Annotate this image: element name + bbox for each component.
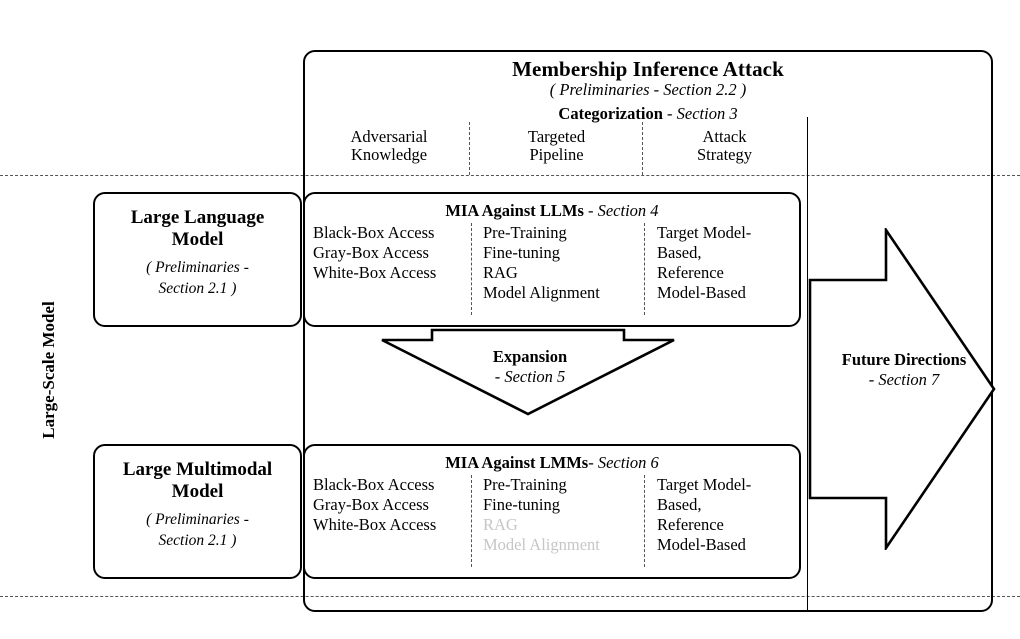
list-item: Pre-Training [483,475,567,494]
box-column-divider-a [471,475,472,567]
categorization-label: Categorization [558,104,663,123]
expansion-arrow-label: Expansion - Section 5 [430,347,630,387]
list-item: Black-Box Access [313,223,435,242]
future-label-section: - Section 7 [868,369,940,389]
expansion-label-section: - Section 5 [494,366,566,386]
model-sub-line1: ( Preliminaries - [146,510,249,528]
column-header-line2: Knowledge [350,145,428,165]
column-header-line2: Pipeline [529,145,584,165]
list-item: Based, [657,243,702,263]
axis-label-large-scale-model: Large-Scale Model [39,301,58,439]
model-name-line2: Model [171,480,224,502]
page-title: Membership Inference Attack [512,57,784,81]
future-label-strong: Future Directions [841,350,967,369]
future-directions-arrow [808,228,996,550]
mia-box-title-dash: - [583,201,598,220]
column-header-line1: Adversarial [350,127,428,146]
mia-column-pipeline-lmm: Pre-Training Fine-tuning RAG Model Align… [483,475,649,556]
model-name-line1: Large Language [130,207,265,228]
model-sub-line1: ( Preliminaries - [146,258,249,276]
model-name-llm: Large Language Model [95,194,300,251]
down-arrow-icon [381,328,675,416]
mia-box-lmm: MIA Against LMMs- Section 6 Black-Box Ac… [303,444,801,579]
mia-outer-container [303,50,993,612]
column-header-adversarial-knowledge: Adversarial Knowledge [313,127,465,165]
list-item: Model Alignment [483,535,600,555]
mia-column-strategy-llm: Target Model- Based, Reference Model-Bas… [657,223,802,304]
categorization-section: Section 3 [676,104,738,123]
expansion-arrow [380,328,676,416]
list-item: Model-Based [657,535,746,555]
model-sub-line2: Section 2.1 ) [158,531,237,549]
list-item: Pre-Training [483,223,567,242]
model-subtitle-llm: ( Preliminaries - Section 2.1 ) [95,251,300,300]
list-item: Based, [657,495,702,515]
page-subtitle: ( Preliminaries - Section 2.2 ) [549,80,747,99]
list-item: Model Alignment [483,283,600,303]
model-name-line1: Large Multimodal [122,459,273,480]
mia-column-pipeline-llm: Pre-Training Fine-tuning RAG Model Align… [483,223,649,304]
model-subtitle-lmm: ( Preliminaries - Section 2.1 ) [95,503,300,552]
header-column-divider-b [642,122,643,175]
mia-box-title-strong: MIA Against LLMs [445,201,584,220]
categorization-dash: - [662,104,677,123]
list-item: Fine-tuning [483,243,560,263]
mia-box-title-section: Section 4 [597,201,659,220]
list-item: Gray-Box Access [313,495,429,515]
model-name-lmm: Large Multimodal Model [95,446,300,503]
mia-box-llm: MIA Against LLMs - Section 4 Black-Box A… [303,192,801,327]
list-item: RAG [483,263,518,283]
right-arrow-icon [808,228,996,550]
column-header-attack-strategy: Attack Strategy [647,127,802,165]
list-item: Target Model- [657,223,752,242]
mia-box-columns-llm: Black-Box Access Gray-Box Access White-B… [305,223,799,321]
mia-box-columns-lmm: Black-Box Access Gray-Box Access White-B… [305,475,799,573]
list-item: Target Model- [657,475,752,494]
header-column-divider-a [469,122,470,175]
mia-box-title-dash: - [588,453,598,472]
model-name-line2: Model [171,228,224,250]
mia-box-title-strong: MIA Against LMMs [445,453,589,472]
mia-box-title-llm: MIA Against LLMs - Section 4 [305,194,799,221]
mia-column-knowledge-llm: Black-Box Access Gray-Box Access White-B… [313,223,471,283]
mia-box-title-section: Section 6 [597,453,659,472]
mia-column-strategy-lmm: Target Model- Based, Reference Model-Bas… [657,475,802,556]
model-box-lmm: Large Multimodal Model ( Preliminaries -… [93,444,302,579]
model-box-llm: Large Language Model ( Preliminaries - S… [93,192,302,327]
list-item: Model-Based [657,283,746,303]
list-item: Black-Box Access [313,475,435,494]
column-header-targeted-pipeline: Targeted Pipeline [474,127,639,165]
list-item: White-Box Access [313,515,437,535]
column-header-line1: Targeted [527,127,586,146]
list-item: White-Box Access [313,263,437,283]
list-item: Reference [657,515,724,535]
mia-column-knowledge-lmm: Black-Box Access Gray-Box Access White-B… [313,475,471,535]
list-item: RAG [483,515,518,535]
model-sub-line2: Section 2.1 ) [158,279,237,297]
list-item: Reference [657,263,724,283]
band-separator-bottom [0,596,1020,597]
column-header-line1: Attack [702,127,747,146]
band-separator-top [0,175,1020,176]
box-column-divider-b [644,475,645,567]
expansion-label-strong: Expansion [492,347,568,366]
future-directions-label: Future Directions - Section 7 [818,350,990,390]
box-column-divider-a [471,223,472,315]
box-column-divider-b [644,223,645,315]
list-item: Gray-Box Access [313,243,429,263]
categorization-heading: Categorization - Section 3 [303,104,993,124]
mia-box-title-lmm: MIA Against LMMs- Section 6 [305,446,799,473]
list-item: Fine-tuning [483,495,560,515]
future-directions-divider [807,117,808,612]
column-header-line2: Strategy [697,145,752,165]
